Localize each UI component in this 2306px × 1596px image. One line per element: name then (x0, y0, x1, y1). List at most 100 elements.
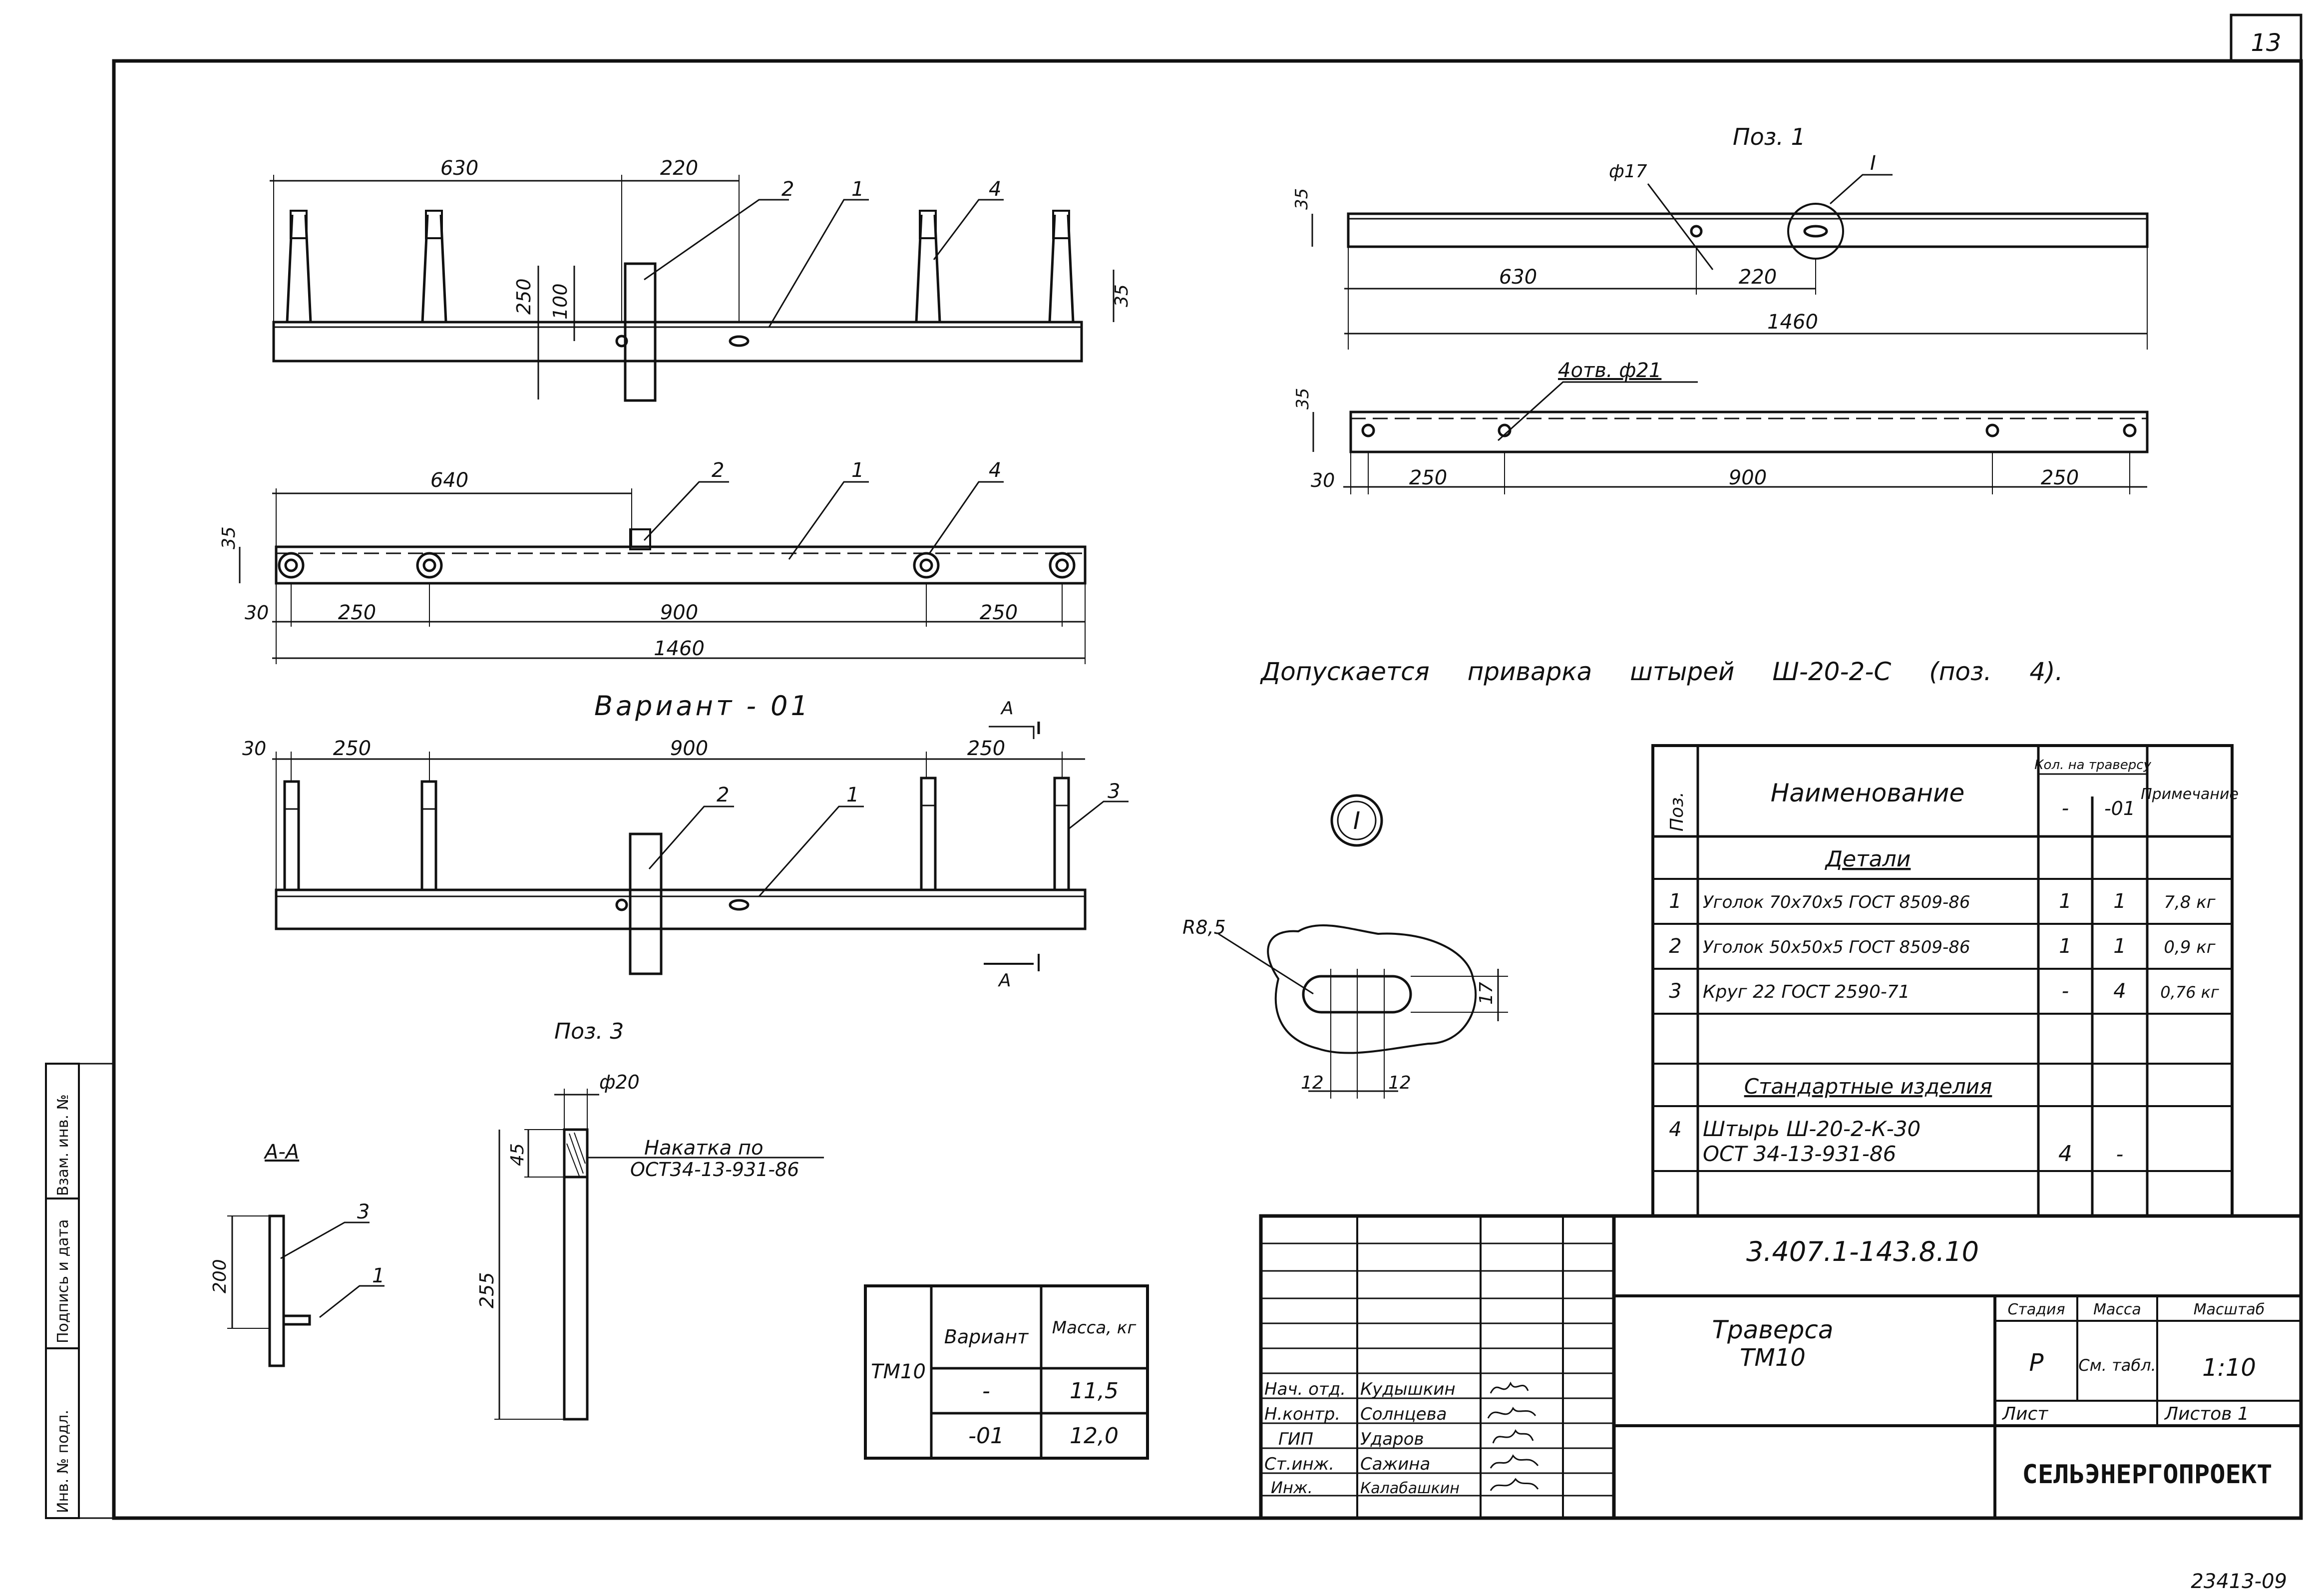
knurl-label-2: ОСТ34-13-931-86 (630, 1159, 799, 1181)
dim-30: 30 (1311, 469, 1335, 491)
mass-value: См. табл. (2078, 1356, 2156, 1375)
spec-row3-q2: 4 (2113, 980, 2126, 1003)
spec-row1-q2: 1 (2113, 890, 2126, 913)
scale-value: 1:10 (2202, 1354, 2256, 1382)
spec-row2-name: Уголок 50х50х5 ГОСТ 8509-86 (1703, 937, 1970, 957)
leader-1: 1 (851, 178, 864, 201)
spec-section-standard: Стандартные изделия (1744, 1074, 1992, 1099)
view-plan-labels: 640 35 30 250 900 250 1460 2 1 4 (219, 459, 1018, 660)
dim-35-b: 35 (1293, 388, 1313, 409)
view-pos1-labels: I 35 ф17 630 220 1460 4отв. ф21 35 30 25… (1292, 152, 2079, 491)
leader-4: 4 (989, 459, 1001, 482)
signer-name-3: Ударов (1360, 1429, 1424, 1449)
dim-30: 30 (242, 738, 266, 760)
spec-section-details: Детали (1825, 846, 1911, 872)
spec-row5-q1: 4 (2058, 1141, 2072, 1167)
spec-header-pos: Поз. (1667, 792, 1687, 831)
dim-900: 900 (670, 737, 708, 760)
spec-header-qty-sub2: -01 (2104, 798, 2135, 819)
mass-label: Масса (2093, 1301, 2141, 1318)
signatures (1487, 1381, 1539, 1491)
mass-row1-variant: - (982, 1378, 990, 1404)
dim-30: 30 (245, 602, 269, 624)
spec-row3-note: 0,76 кг (2160, 983, 2219, 1002)
dim-45: 45 (507, 1143, 528, 1166)
spec-row2-pos: 2 (1669, 935, 1681, 958)
leader-3: 3 (357, 1200, 370, 1223)
section-mark-top: А (1000, 698, 1014, 719)
view-front-elevation (270, 175, 1115, 402)
dim-250-right: 250 (980, 601, 1018, 624)
spec-row5-name: ОСТ 34-13-931-86 (1703, 1142, 1896, 1166)
stage-value: Р (2029, 1349, 2044, 1377)
section-mark-bottom: А (998, 970, 1011, 991)
margin-label-inventory: Инв. № подл. (54, 1410, 72, 1513)
dim-250: 250 (513, 278, 535, 315)
title-block (1259, 1214, 2303, 1520)
signer-name-2: Солнцева (1360, 1404, 1447, 1424)
mass-table: ТМ10 Вариант Масса, кг - 11,5 -01 12,0 (864, 1284, 1149, 1460)
spec-row3-q1: - (2062, 980, 2069, 1003)
spec-row1-q1: 1 (2059, 890, 2071, 913)
leader-4: 4 (989, 178, 1001, 201)
detail-I-labels: I R8,5 17 12 12 (1182, 807, 1497, 1093)
spec-header-qty: Кол. на траверсу (2034, 758, 2151, 773)
signer-name-5: Калабашкин (1360, 1480, 1460, 1497)
signer-role-3: ГИП (1278, 1429, 1313, 1449)
dim-250-left: 250 (1409, 466, 1447, 489)
title-block-text: 3.407.1-143.8.10 Траверса ТМ10 Стадия Ма… (1264, 1236, 2272, 1497)
view-variant-labels: 30 250 900 250 А А 2 1 3 (242, 698, 1120, 991)
company-name: СЕЛЬЭНЕРГОПРОЕКТ (2022, 1460, 2273, 1490)
doc-code: 3.407.1-143.8.10 (1746, 1236, 1979, 1267)
spec-row5-q2: - (2116, 1143, 2123, 1166)
view-pos3 (494, 1089, 824, 1421)
dim-630: 630 (440, 157, 478, 180)
view-front-labels: 630 220 250 100 35 2 1 4 (440, 157, 1132, 320)
mass-header-variant: Вариант (944, 1326, 1029, 1348)
leader-1: 1 (846, 784, 859, 806)
detail-mark: I (1353, 807, 1360, 835)
dim-250-right: 250 (967, 737, 1005, 760)
dim-12-right: 12 (1388, 1073, 1411, 1093)
weld-note: Допускается приварка штырей Ш-20-2-С (по… (1260, 657, 2063, 686)
view-pos3-labels: ф20 45 255 Накатка по ОСТ34-13-931-86 (476, 1071, 799, 1308)
dim-1460: 1460 (654, 637, 705, 660)
mass-row2-mass: 12,0 (1070, 1423, 1119, 1449)
drawing-title: Траверса (1712, 1315, 1833, 1344)
mass-row2-variant: -01 (968, 1423, 1004, 1449)
spec-header-note: Примечание (2141, 786, 2239, 803)
dim-250-left: 250 (333, 737, 371, 760)
archive-code: 23413-09 (2191, 1570, 2287, 1593)
spec-row1-name: Уголок 70х70х5 ГОСТ 8509-86 (1703, 892, 1970, 912)
dim-R8-5: R8,5 (1182, 916, 1226, 938)
spec-header-qty-sub1: - (2062, 797, 2069, 820)
spec-row2-q1: 1 (2059, 935, 2071, 958)
spec-table-text: Поз. Наименование Кол. на траверсу - -01… (1667, 758, 2239, 1167)
signer-name-4: Сажина (1360, 1454, 1430, 1474)
dim-250-right: 250 (2041, 466, 2079, 489)
stage-label: Стадия (2007, 1301, 2065, 1318)
dim-630: 630 (1499, 266, 1537, 289)
dim-900: 900 (660, 601, 698, 624)
dim-250-left: 250 (338, 601, 376, 624)
pos1-title: Поз. 1 (1733, 123, 1806, 150)
view-plan (239, 481, 1087, 664)
sheet-label: Лист (2001, 1404, 2048, 1424)
spec-row1-note: 7,8 кг (2164, 892, 2216, 912)
spec-row4-pos: 4 (1669, 1118, 1681, 1141)
dim-255: 255 (476, 1272, 498, 1308)
margin-stamp: Взам. инв. № Подпись и дата Инв. № подл. (45, 1063, 115, 1519)
dim-35: 35 (1112, 284, 1132, 307)
detail-I (1218, 794, 1508, 1099)
leader-2: 2 (717, 784, 729, 806)
dim-17: 17 (1476, 982, 1497, 1005)
dim-1460: 1460 (1767, 311, 1818, 334)
leader-1: 1 (851, 459, 864, 482)
spec-row3-pos: 3 (1669, 980, 1681, 1003)
section-aa-title: А-А (263, 1141, 299, 1164)
drawing-frame (112, 59, 2303, 1520)
dim-220: 220 (660, 157, 698, 180)
dim-220: 220 (1739, 266, 1777, 289)
view-section-aa-labels: 200 3 1 (210, 1200, 384, 1293)
